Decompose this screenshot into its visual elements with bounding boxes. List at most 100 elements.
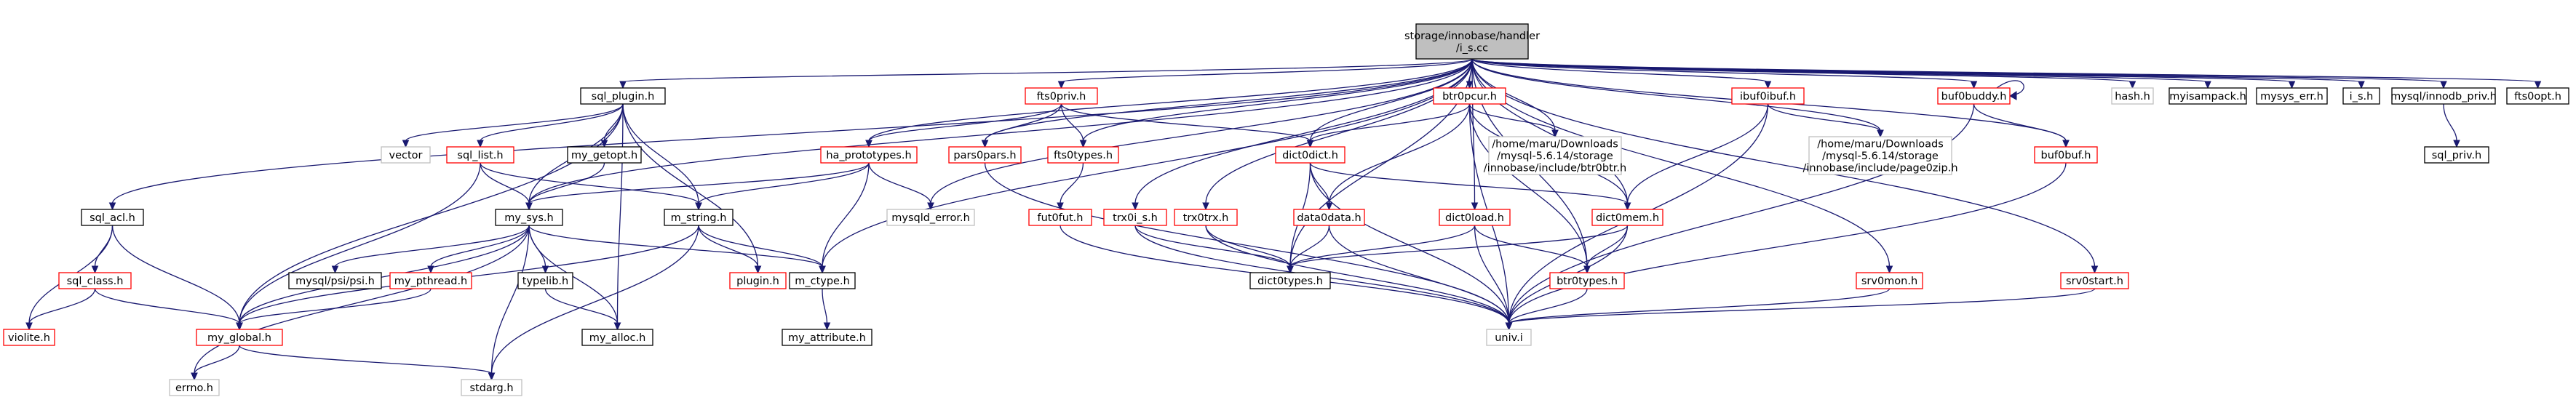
edge-buf0buddy-to-buf0buf (1973, 103, 2070, 148)
node-sql_class[interactable]: sql_class.h (58, 272, 132, 289)
node-my_sys[interactable]: my_sys.h (495, 209, 563, 226)
node-my_attribute[interactable]: my_attribute.h (782, 329, 872, 346)
node-label: fts0priv.h (1037, 91, 1086, 103)
node-sql_list[interactable]: sql_list.h (446, 146, 514, 164)
node-label: /home/maru/Downloads (1817, 139, 1944, 151)
node-page0zip_ext: /home/maru/Downloads/mysql-5.6.14/storag… (1802, 136, 1958, 175)
edge-m_string-to-stdarg (488, 225, 699, 381)
node-label: /mysql-5.6.14/storage (1497, 151, 1613, 162)
node-fts0types[interactable]: fts0types.h (1047, 146, 1119, 164)
edge-ibuf0ibuf-to-page0zip_ext (1767, 103, 1884, 138)
edge-m_ctype-to-my_attribute (822, 288, 831, 331)
node-dict0load[interactable]: dict0load.h (1439, 209, 1511, 226)
node-box (2342, 87, 2380, 105)
edge-my_sys-to-m_ctype (528, 225, 826, 274)
node-label: btr0types.h (1557, 276, 1618, 287)
node-dict0mem[interactable]: dict0mem.h (1591, 209, 1663, 226)
node-my_global[interactable]: my_global.h (196, 329, 283, 346)
node-box (2168, 87, 2247, 105)
edge-ha_prototypes-to-m_string (695, 162, 870, 211)
node-typelib[interactable]: typelib.h (517, 272, 573, 289)
node-psi[interactable]: mysql/psi/psi.h (288, 272, 382, 289)
node-myisampack[interactable]: myisampack.h (2168, 87, 2247, 105)
node-label: dict0dict.h (1282, 150, 1338, 161)
node-box (1433, 87, 1506, 105)
node-box (2391, 87, 2496, 105)
node-root: storage/innobase/handler/i_s.cc (1404, 23, 1540, 60)
node-stdarg: stdarg.h (461, 379, 522, 396)
node-srv0start[interactable]: srv0start.h (2060, 272, 2129, 289)
node-i_s_h[interactable]: i_s.h (2342, 87, 2380, 105)
node-violite[interactable]: violite.h (3, 329, 55, 346)
edge-root-to-fts0priv (1057, 58, 1473, 89)
edge-buf0buf-to-univ (1505, 162, 2067, 331)
node-box (1486, 329, 1532, 346)
node-pars0pars[interactable]: pars0pars.h (948, 146, 1022, 164)
node-box (1488, 136, 1622, 175)
edge-my_sys-to-stdarg (488, 225, 530, 381)
edge-dict0dict-to-data0data (1309, 162, 1333, 211)
node-dict0types[interactable]: dict0types.h (1249, 272, 1331, 289)
edge-trx0trx-to-dict0types (1205, 225, 1294, 274)
edge-sql_class-to-violite (25, 288, 96, 331)
edge-btr0pcur-to-dict0dict (1306, 103, 1471, 148)
node-data0data[interactable]: data0data.h (1293, 209, 1365, 226)
node-box (820, 146, 918, 164)
node-ha_prototypes[interactable]: ha_prototypes.h (820, 146, 918, 164)
node-box (580, 87, 666, 105)
node-fut0fut[interactable]: fut0fut.h (1028, 209, 1092, 226)
node-my_getopt[interactable]: my_getopt.h (567, 146, 642, 164)
node-box (1549, 272, 1625, 289)
node-label: sql_list.h (457, 150, 503, 161)
node-my_pthread[interactable]: my_pthread.h (389, 272, 472, 289)
edge-data0data-to-univ (1328, 225, 1513, 331)
node-label: my_alloc.h (589, 332, 646, 344)
node-box (389, 272, 472, 289)
node-box (2034, 146, 2098, 164)
edge-m_string-to-plugin (698, 225, 762, 274)
edge-dict0dict-to-univ (1309, 162, 1513, 331)
node-box (446, 146, 514, 164)
node-label: /mysql-5.6.14/storage (1822, 151, 1939, 162)
node-label: univ.i (1495, 332, 1523, 344)
node-ibuf0ibuf[interactable]: ibuf0ibuf.h (1731, 87, 1805, 105)
node-label: /home/maru/Downloads (1492, 139, 1618, 151)
node-box (3, 329, 55, 346)
node-fts0opt[interactable]: fts0opt.h (2506, 87, 2569, 105)
node-btr0types[interactable]: btr0types.h (1549, 272, 1625, 289)
node-dict0dict[interactable]: dict0dict.h (1275, 146, 1345, 164)
node-m_string[interactable]: m_string.h (664, 209, 734, 226)
node-box (664, 209, 734, 226)
node-innodb_priv[interactable]: mysql/innodb_priv.h (2390, 87, 2497, 105)
edge-typelib-to-my_alloc (544, 288, 621, 331)
edge-btr0pcur-to-btr0btr_ext (1468, 103, 1559, 138)
node-sql_acl[interactable]: sql_acl.h (81, 209, 144, 226)
edge-my_sys-to-psi (331, 225, 530, 274)
node-sql_plugin[interactable]: sql_plugin.h (580, 87, 666, 105)
node-srv0mon[interactable]: srv0mon.h (1856, 272, 1923, 289)
node-label: mysys_err.h (2260, 91, 2323, 103)
node-buf0buddy[interactable]: buf0buddy.h (1937, 87, 2011, 105)
edge-data0data-to-dict0types (1287, 225, 1330, 274)
node-mysys_err[interactable]: mysys_err.h (2256, 87, 2328, 105)
node-trx0trx[interactable]: trx0trx.h (1174, 209, 1238, 226)
node-fts0priv[interactable]: fts0priv.h (1025, 87, 1098, 105)
node-box (81, 209, 144, 226)
node-box (2506, 87, 2569, 105)
edge-srv0start-to-univ (1505, 288, 2096, 331)
node-box (581, 329, 653, 346)
node-buf0buf[interactable]: buf0buf.h (2034, 146, 2098, 164)
edge-btr0pcur-to-data0data (1325, 103, 1471, 211)
node-label: errno.h (175, 382, 213, 394)
node-m_ctype[interactable]: m_ctype.h (789, 272, 856, 289)
node-trx0i_s[interactable]: trx0i_s.h (1103, 209, 1167, 226)
node-label: dict0mem.h (1596, 212, 1659, 224)
node-plugin[interactable]: plugin.h (729, 272, 787, 289)
node-btr0pcur[interactable]: btr0pcur.h (1433, 87, 1506, 105)
node-my_alloc[interactable]: my_alloc.h (581, 329, 653, 346)
node-label: sql_class.h (67, 276, 124, 287)
node-label: mysql/innodb_priv.h (2390, 91, 2497, 103)
node-sql_priv[interactable]: sql_priv.h (2424, 146, 2489, 164)
node-box (1439, 209, 1511, 226)
edge-root-to-fts0opt (1471, 58, 2542, 89)
